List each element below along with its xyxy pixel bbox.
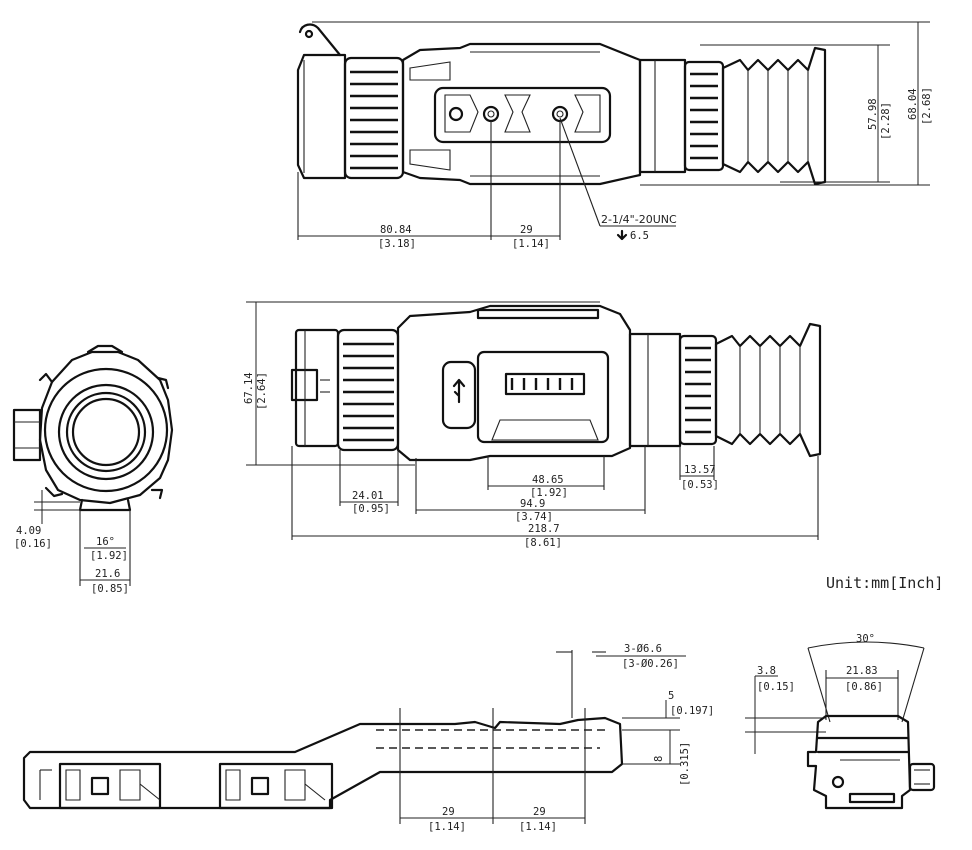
dim-13-57-in: [0.53] bbox=[681, 479, 719, 491]
dim-21-83: 21.83 bbox=[846, 665, 878, 677]
dim-29a-in: [1.14] bbox=[428, 821, 466, 833]
dim-4-09: 4.09 bbox=[16, 525, 41, 537]
dim-29b: 29 bbox=[533, 806, 546, 818]
top-view: 57.98 [2.28] 68.04 [2.68] 80.84 [3.18] 2… bbox=[296, 21, 933, 250]
logo-plate-marks bbox=[510, 378, 574, 390]
dim-3-8-in: [0.15] bbox=[757, 681, 795, 693]
dim-94-9-in: [3.74] bbox=[515, 511, 553, 523]
holes-label: 3-Ø6.6 bbox=[624, 643, 662, 655]
dim-29-top: 29 bbox=[520, 224, 533, 236]
side-view: 67.14 [2.64] bbox=[243, 301, 822, 549]
depth-symbol-icon bbox=[616, 229, 628, 241]
thread-depth: 6.5 bbox=[630, 230, 649, 242]
side-focus-ribs bbox=[343, 342, 394, 442]
mount-side-view: 29 [1.14] 29 [1.14] 3-Ø6.6 [3-Ø0.26] 5 [… bbox=[22, 643, 714, 833]
dim-80-84-in: [3.18] bbox=[378, 238, 416, 250]
dim-218-7-in: [8.61] bbox=[524, 537, 562, 549]
dim-80-84: 80.84 bbox=[380, 224, 412, 236]
dim-21-6: 21.6 bbox=[95, 568, 120, 580]
dim-4-09-in: [0.16] bbox=[14, 538, 52, 550]
angle-30: 30° bbox=[856, 633, 875, 645]
mount-plate-cutouts bbox=[444, 94, 601, 133]
dim-68-04-in: [2.68] bbox=[921, 87, 933, 125]
dim-29a: 29 bbox=[442, 806, 455, 818]
dim-29b-in: [1.14] bbox=[519, 821, 557, 833]
angle-16-in: [1.92] bbox=[90, 550, 128, 562]
dim-24-01-in: [0.95] bbox=[352, 503, 390, 515]
usb-icon bbox=[452, 378, 466, 404]
dim-67-14-in: [2.64] bbox=[256, 372, 268, 410]
dim-3-8: 3.8 bbox=[757, 665, 776, 677]
side-eyecup-folds bbox=[739, 346, 801, 434]
dim-8: 8 bbox=[653, 756, 665, 762]
thread-label: 2-1/4"-20UNC bbox=[601, 213, 677, 226]
dim-24-01: 24.01 bbox=[352, 490, 384, 502]
holes-label-in: [3-Ø0.26] bbox=[622, 658, 679, 670]
eyecup-folds bbox=[747, 70, 809, 162]
dim-5: 5 bbox=[668, 690, 674, 702]
angle-16: 16° bbox=[96, 536, 115, 548]
dim-21-6-in: [0.85] bbox=[91, 583, 129, 595]
dim-29-top-in: [1.14] bbox=[512, 238, 550, 250]
unit-label: Unit:mm[Inch] bbox=[826, 574, 943, 592]
dim-21-83-in: [0.86] bbox=[845, 681, 883, 693]
dim-5-in: [0.197] bbox=[670, 705, 714, 717]
dim-57-98-in: [2.28] bbox=[880, 102, 892, 140]
focus-ring-ribs bbox=[350, 70, 398, 170]
dim-13-57: 13.57 bbox=[684, 464, 716, 476]
mount-end-view: 30° 21.83 [0.86] 3.8 [0.15] bbox=[745, 633, 936, 810]
dim-94-9: 94.9 bbox=[520, 498, 545, 510]
dim-48-65: 48.65 bbox=[532, 474, 564, 486]
dim-68-04: 68.04 bbox=[907, 88, 919, 120]
dim-8-in: [0.315] bbox=[679, 742, 691, 786]
dim-67-14: 67.14 bbox=[243, 372, 255, 404]
dim-57-98: 57.98 bbox=[867, 98, 879, 130]
dim-218-7: 218.7 bbox=[528, 523, 560, 535]
front-view: 4.09 [0.16] 16° [1.92] 21.6 [0.85] bbox=[12, 344, 174, 595]
side-diopter-ribs bbox=[685, 346, 711, 434]
dim-48-65-in: [1.92] bbox=[530, 487, 568, 499]
diopter-ribs bbox=[690, 72, 718, 160]
